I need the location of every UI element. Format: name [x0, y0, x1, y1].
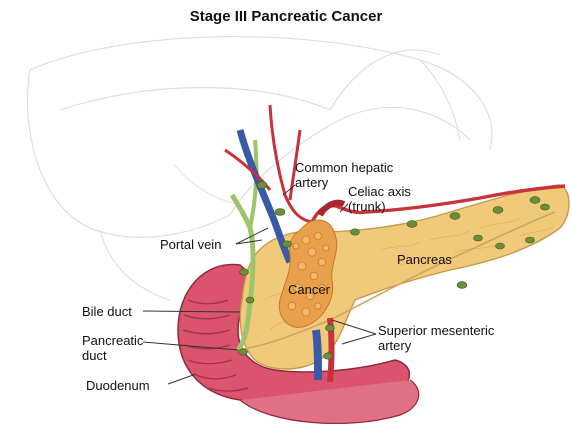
label-bile-duct: Bile duct: [82, 304, 132, 319]
label-pancreas: Pancreas: [397, 252, 452, 267]
label-line: (trunk): [348, 199, 411, 214]
label-duodenum: Duodenum: [86, 378, 150, 393]
page-title: Stage III Pancreatic Cancer: [0, 8, 572, 25]
label-line: duct: [82, 348, 143, 363]
label-line: Celiac axis: [348, 184, 411, 199]
superior-mesenteric-vein: [316, 330, 318, 380]
label-cancer: Cancer: [288, 282, 330, 297]
label-line: Pancreatic: [82, 333, 143, 348]
label-line: Common hepatic: [295, 160, 393, 175]
label-portal-vein: Portal vein: [160, 237, 221, 252]
label-pancreatic-duct: Pancreatic duct: [82, 333, 143, 363]
label-line: Superior mesenteric: [378, 323, 494, 338]
label-celiac-axis: Celiac axis (trunk): [348, 184, 411, 214]
label-line: artery: [378, 338, 494, 353]
label-superior-mesenteric-artery: Superior mesenteric artery: [378, 323, 494, 353]
gallbladder: [175, 165, 240, 205]
